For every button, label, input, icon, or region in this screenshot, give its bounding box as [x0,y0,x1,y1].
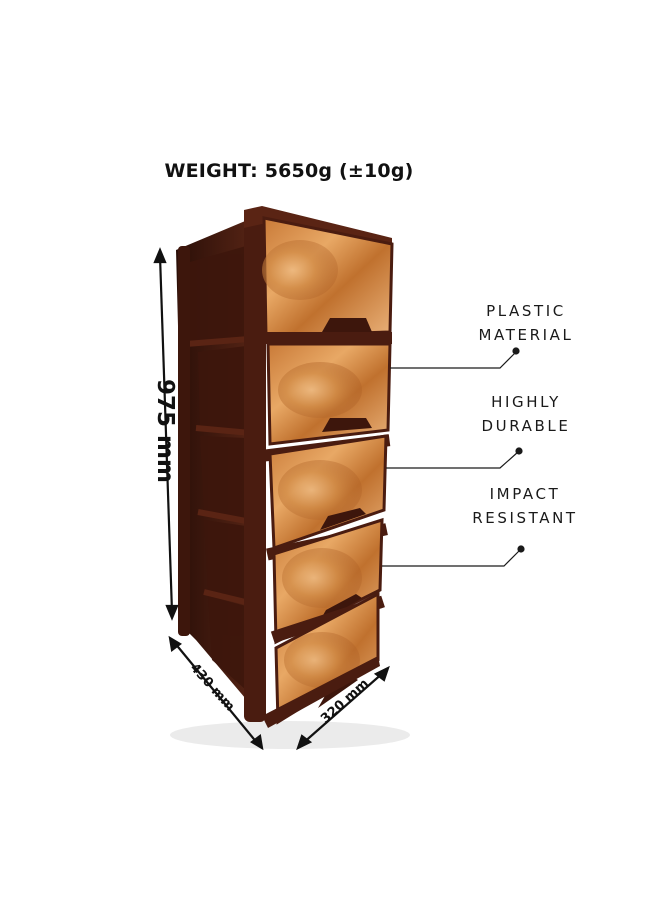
cabinet-base [262,656,380,728]
feature-impact-resistant: IMPACT RESISTANT [460,482,590,530]
floor-shadow [170,721,410,749]
side-drawer-openings [190,246,246,690]
feature-line: IMPACT [489,485,561,503]
feature-line: DURABLE [481,417,571,435]
drawer-2 [266,342,392,446]
feature-line: RESISTANT [472,509,578,527]
drawer-4 [272,517,384,645]
cabinet-front-post [244,210,266,722]
feature-line: PLASTIC [486,302,566,320]
weight-label: WEIGHT: 5650g (±10g) [164,160,414,182]
feature-highly-durable: HIGHLY DURABLE [470,390,582,438]
cabinet-back-post [178,246,190,636]
height-dimension-label: 975 mm [152,379,178,483]
feature-line: HIGHLY [491,393,561,411]
drawer-1 [262,216,394,338]
shelf-divider-1 [260,332,392,344]
feature-line: MATERIAL [478,326,574,344]
drawer-3 [268,434,388,551]
dimension-arrows [153,247,390,751]
callout-lines [382,347,525,567]
feature-plastic-material: PLASTIC MATERIAL [465,299,587,347]
